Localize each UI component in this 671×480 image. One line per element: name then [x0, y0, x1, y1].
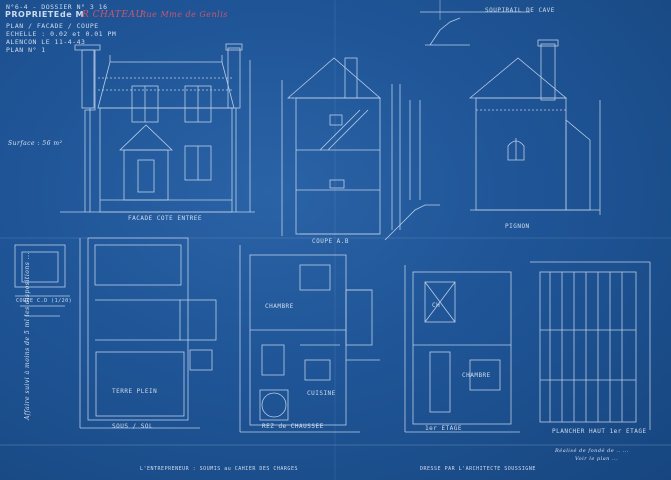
- right-note-a: Réalisé de fondé de .. ...: [555, 448, 629, 454]
- pignon-drawing: [420, 11, 601, 215]
- dossier-line: N°6-4 - DOSSIER N° 3 16: [6, 3, 108, 11]
- room-ch: CH: [432, 302, 441, 309]
- owner-prefix: de M: [60, 10, 84, 19]
- room-cuisine: CUISINE: [307, 390, 336, 397]
- coupe-ab-drawing: [281, 57, 440, 241]
- etage-title: 1er ETAGE: [425, 425, 463, 432]
- plancher-plan: [530, 261, 651, 430]
- surface-note: Surface : 56 m²: [8, 140, 63, 147]
- footer-left: L'ENTREPRENEUR : SOUMIS au CAHIER DES CH…: [140, 466, 298, 472]
- scale-line: ECHELLE : 0.02 et 0.01 PM: [6, 30, 117, 38]
- propriete-label: PROPRIETE: [5, 10, 60, 19]
- room-terre-plein: TERRE PLEIN: [112, 388, 158, 395]
- sous-sol-title: SOUS / SOL: [112, 423, 154, 430]
- plancher-title: PLANCHER HAUT 1er ETAGE: [552, 428, 647, 435]
- plan-number: PLAN N° 1: [6, 46, 46, 54]
- right-note-b: Voir le plan ...: [575, 456, 619, 462]
- coupe-cd-title: COUPE C.D (1/20): [16, 298, 73, 304]
- owner-name: R CHATEAU: [82, 10, 144, 20]
- sous-sol-plan: [79, 237, 217, 429]
- margin-note: Affaire suivi à moins de 5 ml les dispos…: [24, 252, 31, 420]
- plan-type-line: PLAN / FACADE / COUPE: [6, 22, 99, 30]
- rez-title: REZ de CHAUSSEE: [262, 423, 324, 430]
- room-chambre-etage: CHAMBRE: [462, 372, 491, 379]
- owner-address: Rue Mme de Genlis: [140, 10, 228, 19]
- pignon-title: PIGNON: [505, 223, 530, 230]
- rez-plan: [239, 245, 380, 433]
- coupe-cd-drawing: [14, 244, 70, 317]
- coupe-ab-title: COUPE A.B: [312, 238, 350, 245]
- soupirail-title: SOUPIRAIL DE CAVE: [485, 7, 555, 14]
- etage-plan: [404, 265, 520, 433]
- date-line: ALENCON LE 11-4-43: [6, 38, 86, 46]
- room-chambre: CHAMBRE: [265, 303, 294, 310]
- footer-right: DRESSE PAR L'ARCHITECTE SOUSSIGNE: [420, 466, 536, 472]
- facade-drawing: [60, 43, 255, 213]
- facade-title: FACADE COTE ENTREE: [128, 215, 203, 222]
